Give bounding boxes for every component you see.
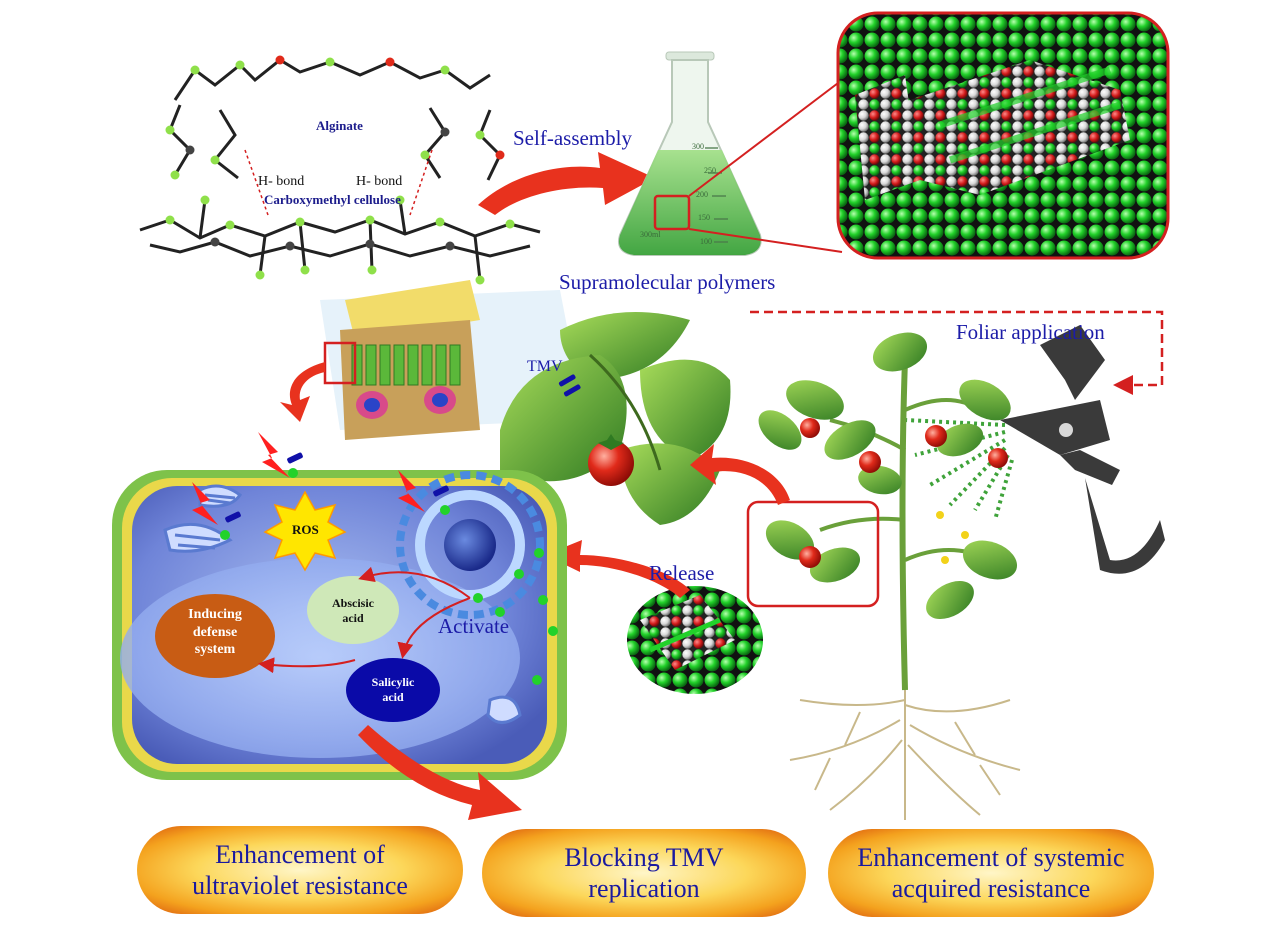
nanoparticle-dots <box>220 468 558 685</box>
foliar-dashed-arrow <box>750 310 1164 395</box>
molecule-atoms <box>165 55 515 285</box>
flask-scale-100: 100 <box>700 237 712 246</box>
outcome-tmv-line-2: replication <box>588 874 700 903</box>
salicylic-acid-node <box>346 658 440 722</box>
pathway-arrows <box>258 566 471 674</box>
outcome-systemic-resistance: Enhancement of systemic acquired resista… <box>828 829 1154 917</box>
hbond-right-label: H- bond <box>356 174 403 189</box>
salicylic-line-2: acid <box>382 690 404 704</box>
inducing-line-1: Inducing <box>188 607 242 622</box>
flask-scale-300: 300 <box>692 142 704 151</box>
zoom-line-top <box>688 79 843 197</box>
activate-label: Activate <box>438 614 510 638</box>
spray-gun-icon <box>1000 325 1165 574</box>
flask-scale-150: 150 <box>698 213 710 222</box>
tomato-icon <box>588 434 634 486</box>
flask-scale-200: 200 <box>696 190 708 199</box>
release-arrow <box>545 540 690 598</box>
tmv-virus-markers <box>225 452 449 523</box>
supramolecular-label: Supramolecular polymers <box>559 270 776 294</box>
self-assembly-arrow <box>478 152 655 215</box>
plant-zoom-box <box>746 500 880 608</box>
outcome-uv-line-2: ultraviolet resistance <box>192 871 408 900</box>
flask-icon <box>618 51 762 256</box>
abscisic-acid-label: Abscisic acid <box>313 596 393 626</box>
abscisic-acid-node <box>307 576 399 644</box>
spray-mist <box>904 418 1014 521</box>
mitochondria-icon <box>163 484 522 724</box>
release-label: Release <box>649 561 715 585</box>
outcome-blocking-tmv: Blocking TMV replication <box>482 829 806 917</box>
root-icon <box>789 690 1021 820</box>
plant-to-leaf-arrow <box>690 444 790 505</box>
outcome-uv-line-1: Enhancement of <box>215 839 385 869</box>
inducing-defense-node <box>155 594 275 678</box>
tomato-plant <box>758 332 1018 691</box>
tmv-virus-icon <box>558 374 581 397</box>
ros-star <box>263 490 347 572</box>
flask-scale-250: 250 <box>704 166 716 175</box>
sphere-bundle-icon <box>627 586 763 694</box>
flask-zoom-box <box>653 194 691 231</box>
abscisic-line-1: Abscisic <box>332 596 374 610</box>
supramolecular-zoom <box>838 13 1168 258</box>
self-assembly-label: Self-assembly <box>513 126 632 150</box>
tmv-label: TMV <box>527 358 563 375</box>
cell-output-arrow <box>358 725 522 820</box>
alginate-label: Alginate <box>316 118 363 133</box>
outcome-sar-line-2: acquired resistance <box>891 874 1091 903</box>
lightning-icon <box>192 432 425 525</box>
salicylic-acid-label: Salicylic acid <box>353 675 433 705</box>
inducing-defense-label: Inducing defense system <box>165 606 265 659</box>
inducing-line-3: system <box>194 642 236 657</box>
flask-volume-label: 300ml <box>640 230 661 239</box>
molecule-icon <box>139 58 541 281</box>
ros-label: ROS <box>292 522 319 537</box>
zoom-frame <box>836 11 1170 260</box>
salicylic-line-1: Salicylic <box>371 675 415 689</box>
nucleus-icon <box>396 471 544 619</box>
abscisic-line-2: acid <box>342 611 364 625</box>
hbond-left-label: H- bond <box>258 174 305 189</box>
foliar-application-label: Foliar application <box>956 320 1105 344</box>
cmc-label: Carboxymethyl cellulose <box>264 192 401 207</box>
zoom-line-bottom <box>688 228 843 253</box>
cross-section-arrow <box>280 362 325 422</box>
outcome-uv-resistance: Enhancement of ultraviolet resistance <box>137 826 463 914</box>
outcome-tmv-line-1: Blocking TMV <box>564 842 724 872</box>
inducing-line-2: defense <box>192 624 238 640</box>
outcome-sar-line-1: Enhancement of systemic <box>857 842 1125 872</box>
